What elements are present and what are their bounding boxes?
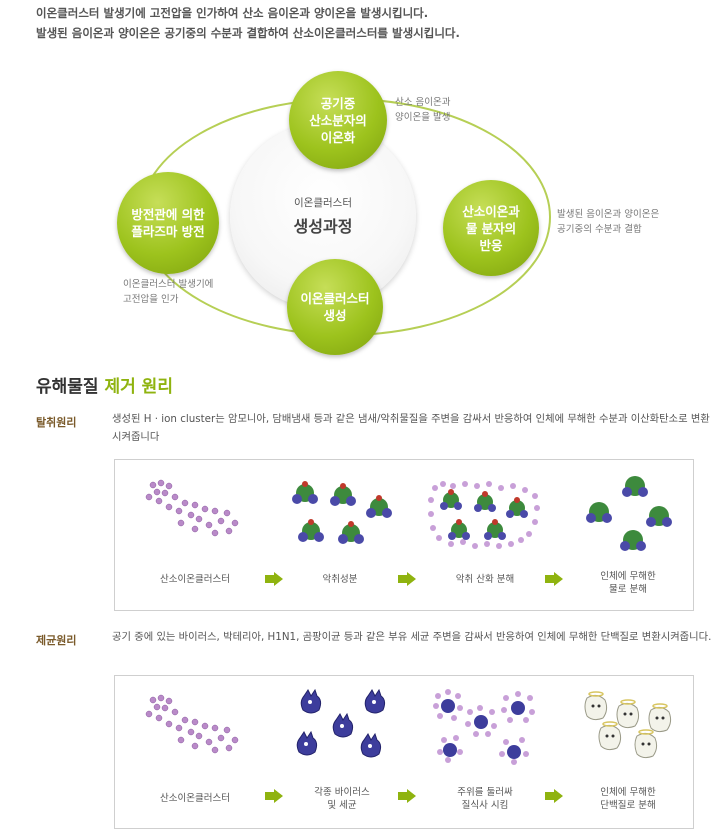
deodorize-step-2-label: 악취성분: [322, 574, 358, 585]
node-ionization: 공기중 산소분자의 이온화: [289, 71, 387, 169]
arrow-right-icon: [265, 789, 283, 803]
center-sub-label: 이온클러스터: [294, 197, 352, 209]
section-title: 유해물질 제거 원리: [36, 372, 173, 397]
odor-molecules-illustration: [292, 481, 392, 544]
intro-line-2: 발생된 음이온과 양이온은 공기중의 수분과 결합하여 산소이온클러스터를 발생…: [36, 26, 460, 40]
sterilize-process-box: 산소이온클러스터 각종 바이러스 및 세균 주위를 둘러싸 질식사 시킴 인체에…: [114, 675, 694, 829]
note-right: 발생된 음이온과 양이온은 공기중의 수분과 결합: [557, 209, 660, 235]
sterilize-step-3-label: 주위를 둘러싸 질식사 시킴: [457, 787, 513, 811]
section-title-highlight: 제거 원리: [104, 377, 173, 397]
cluster-illustration: [145, 694, 239, 754]
protein-illustration: [584, 691, 672, 759]
sterilize-label: 제균원리: [36, 634, 77, 647]
arrow-right-icon: [545, 572, 563, 586]
deodorize-label: 탈취원리: [36, 416, 77, 429]
water-molecules-illustration: [586, 476, 672, 551]
section-title-prefix: 유해물질: [36, 377, 99, 397]
note-top: 산소 음이온과 양이온을 발생: [395, 97, 451, 123]
arrow-right-icon: [398, 789, 416, 803]
cluster-illustration: [145, 479, 239, 537]
deodorize-step-3-label: 악취 산화 분해: [455, 574, 515, 585]
center-main-label: 생성과정: [293, 217, 353, 236]
intro-text: 이온클러스터 발생기에 고전압을 인가하여 산소 음이온과 양이온을 발생시킵니…: [36, 3, 460, 43]
virus-illustration: [296, 688, 386, 758]
sterilize-step-2-label: 각종 바이러스 및 세균: [314, 787, 370, 811]
arrow-right-icon: [265, 572, 283, 586]
deodorize-process-box: 산소이온클러스터 악취성분 악취 산화 분해 인체에 무해한 물로 분해: [114, 459, 694, 611]
node-water-reaction: 산소이온과 물 분자의 반응: [443, 180, 539, 276]
deodorize-desc: 생성된 H · ion cluster는 암모니아, 담배냄새 등과 같은 냄새…: [112, 413, 710, 443]
arrow-right-icon: [545, 789, 563, 803]
deodorize-step-4-label: 인체에 무해한 물로 분해: [600, 571, 656, 595]
intro-line-1: 이온클러스터 발생기에 고전압을 인가하여 산소 음이온과 양이온을 발생시킵니…: [36, 6, 429, 20]
node-cluster-generation: 이온클러스터 생성: [287, 259, 383, 355]
odor-oxidation-illustration: [428, 481, 540, 549]
sterilize-step-4-label: 인체에 무해한 단백질로 분해: [600, 787, 656, 811]
arrow-right-icon: [398, 572, 416, 586]
note-left: 이온클러스터 발생기에 고전압을 인가: [123, 279, 214, 305]
node-plasma-discharge: 방전관에 의한 플라즈마 방전: [117, 172, 219, 274]
virus-suffocation-illustration: [433, 689, 535, 765]
ion-cluster-cycle-diagram: 이온클러스터 생성과정 공기중 산소분자의 이온화 산소이온과 물 분자의 반응…: [0, 45, 723, 375]
deodorize-step-1-label: 산소이온클러스터: [160, 574, 230, 585]
sterilize-desc: 공기 중에 있는 바이러스, 박테리아, H1N1, 곰팡이균 등과 같은 부유…: [112, 631, 712, 643]
sterilize-step-1-label: 산소이온클러스터: [160, 793, 230, 804]
